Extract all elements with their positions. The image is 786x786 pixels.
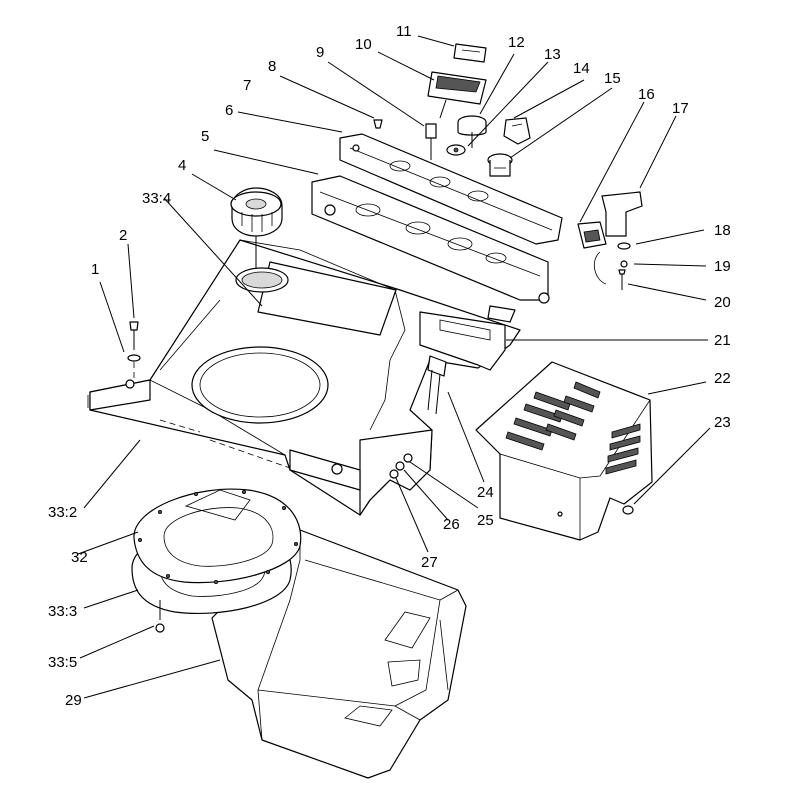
callout-8: 8	[268, 58, 276, 75]
callout-11: 11	[396, 23, 412, 40]
part-14-key	[503, 117, 531, 145]
callout-23: 23	[714, 414, 731, 431]
callout-6: 6	[225, 102, 233, 119]
callout-7: 7	[243, 77, 251, 94]
part-19-washer	[593, 251, 628, 285]
part-23-nut	[622, 505, 634, 515]
callout-29: 29	[65, 692, 82, 709]
callout-24: 24	[477, 484, 494, 501]
callout-1: 1	[91, 261, 99, 278]
callout-12: 12	[508, 34, 525, 51]
callout-33-2: 33:2	[48, 504, 77, 521]
callout-2: 2	[119, 227, 127, 244]
part-8-screw	[373, 119, 383, 129]
part-32-ring-plate	[133, 488, 302, 585]
callout-20: 20	[714, 294, 731, 311]
callout-22: 22	[714, 370, 731, 387]
part-22-shroud	[475, 361, 653, 541]
part-18-washer	[617, 242, 631, 250]
part-16-connector	[577, 221, 607, 249]
callout-10: 10	[355, 36, 372, 53]
part-9-sleeve	[425, 123, 437, 160]
callout-4: 4	[178, 157, 186, 174]
part-13-switch	[446, 144, 466, 156]
part-12-knob	[457, 115, 487, 148]
callout-33-3: 33:3	[48, 603, 77, 620]
leader-lines	[77, 35, 711, 699]
part-25-27-fasteners	[389, 453, 413, 479]
part-4-fuel-cap	[230, 187, 289, 293]
callout-33-5: 33:5	[48, 654, 77, 671]
part-24-connector	[427, 355, 447, 415]
part-17-lead	[601, 191, 643, 237]
callout-19: 19	[714, 258, 731, 275]
part-33-5-nut	[155, 600, 165, 633]
callout-labels: 1 2 4 5 6 7 8 9 10 11 12 13 14 15 16 17 …	[48, 23, 731, 709]
callout-25: 25	[477, 512, 494, 529]
part-10-meter	[427, 71, 487, 119]
callout-18: 18	[714, 222, 731, 239]
callout-5: 5	[201, 128, 209, 145]
callout-15: 15	[604, 70, 621, 87]
callout-14: 14	[573, 60, 590, 77]
part-21-bracket	[419, 305, 516, 371]
callout-9: 9	[316, 44, 324, 61]
callout-17: 17	[672, 100, 689, 117]
part-1-2-screw-washer	[127, 321, 141, 380]
part-20-screw	[618, 269, 626, 290]
callout-21: 21	[714, 332, 731, 349]
callout-26: 26	[443, 516, 460, 533]
callout-27: 27	[421, 554, 438, 571]
callout-32: 32	[71, 549, 88, 566]
callout-16: 16	[638, 86, 655, 103]
part-6-lower-panel	[311, 175, 550, 304]
callout-13: 13	[544, 46, 561, 63]
callout-33-4: 33:4	[142, 190, 171, 207]
part-7-upper-panel	[339, 133, 563, 245]
part-11-cover	[453, 43, 487, 63]
part-33-2-main-housing	[87, 239, 521, 516]
part-15-plug	[487, 153, 513, 177]
